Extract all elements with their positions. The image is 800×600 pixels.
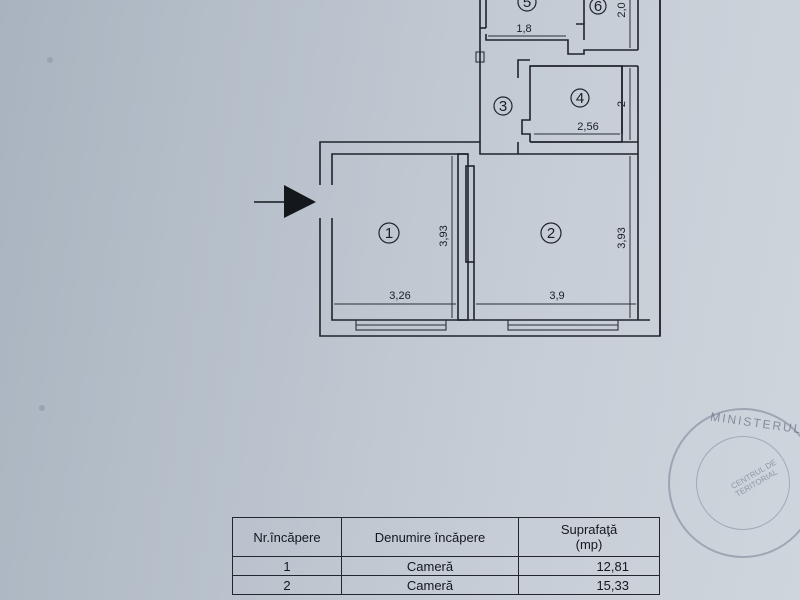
- cell-room-area: 12,81: [518, 556, 660, 576]
- room-number-4: 4: [570, 88, 590, 108]
- header-area-line2: (mp): [575, 537, 603, 552]
- cell-room-name: Cameră: [341, 556, 519, 576]
- dim-room6-height: 2,0: [616, 2, 628, 17]
- dim-room1-height: 3,93: [438, 225, 450, 246]
- punch-hole-bottom: [39, 405, 45, 411]
- dim-room2-height: 3,93: [616, 227, 628, 248]
- header-room-name: Denumire încăpere: [341, 517, 519, 557]
- official-stamp: MINISTERUL CENTRUL DE TERITORIAL: [668, 408, 800, 558]
- room-number-2: 2: [540, 222, 562, 244]
- table-header-row: Nr.încăpere Denumire încăpere Suprafaţă …: [232, 517, 660, 557]
- dim-room5-width: 1,8: [516, 23, 531, 35]
- punch-hole-top: [47, 57, 53, 63]
- dim-room2-width: 3,9: [549, 290, 564, 302]
- svg-text:2: 2: [547, 225, 555, 242]
- room-number-1: 1: [378, 222, 400, 244]
- svg-text:5: 5: [523, 0, 531, 11]
- cell-room-name: Cameră: [341, 575, 519, 595]
- header-room-number: Nr.încăpere: [232, 517, 342, 557]
- room-number-3: 3: [493, 96, 513, 116]
- svg-text:3: 3: [499, 98, 507, 115]
- dimension-lines: [334, 0, 636, 318]
- dim-room4-height: 2: [616, 101, 628, 107]
- header-area-line1: Suprafaţă: [560, 522, 618, 537]
- svg-text:6: 6: [594, 0, 602, 15]
- svg-text:1: 1: [385, 225, 393, 242]
- header-area: Suprafaţă (mp): [518, 517, 660, 557]
- room-area-table: Nr.încăpere Denumire încăpere Suprafaţă …: [232, 517, 660, 595]
- cell-room-number: 1: [232, 556, 342, 576]
- bottom-windows: [355, 319, 619, 331]
- cell-room-number: 2: [232, 575, 342, 595]
- dim-room1-width: 3,26: [389, 290, 410, 302]
- cell-room-area: 15,33: [518, 575, 660, 595]
- stamp-inner-ring: [696, 436, 790, 530]
- table-row: 1 Cameră 12,81: [232, 556, 660, 576]
- table-row: 2 Cameră 15,33: [232, 575, 660, 595]
- dim-room4-width: 2,56: [577, 121, 598, 133]
- interior-walls: [457, 0, 638, 321]
- outer-walls: [319, 0, 661, 337]
- room-number-5: 5: [517, 0, 537, 12]
- svg-text:4: 4: [576, 90, 584, 107]
- entrance-arrow-icon: [254, 185, 316, 218]
- door-marks: [475, 51, 485, 63]
- room-number-6: 6: [589, 0, 607, 15]
